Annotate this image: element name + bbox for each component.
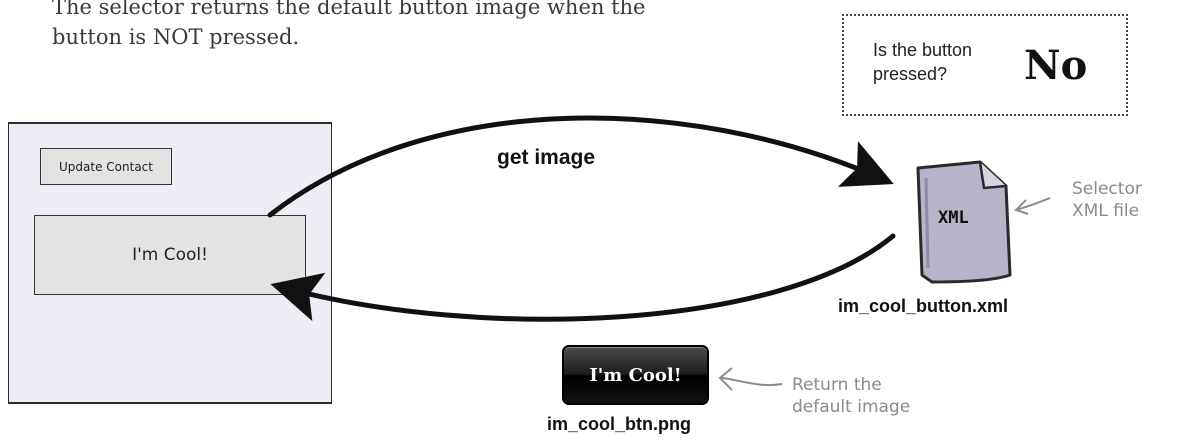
- get-image-arrow: [267, 115, 894, 218]
- cool-button-mock: I'm Cool!: [34, 215, 306, 295]
- get-image-label: get image: [497, 146, 596, 169]
- state-question-line-2: pressed?: [873, 64, 948, 84]
- caption-line-2: button is NOT pressed.: [52, 25, 300, 49]
- xml-annotation-pointer-head: [1014, 199, 1029, 215]
- xml-annotation-pointer: [1015, 197, 1051, 211]
- xml-annotation-line-1: Selector: [1072, 179, 1142, 199]
- state-question: Is the button pressed?: [873, 38, 1013, 86]
- xml-filename: im_cool_button.xml: [838, 296, 1009, 316]
- xml-file-icon: [916, 160, 1012, 284]
- state-question-line-1: Is the button: [873, 40, 973, 60]
- image-annotation-line-2: default image: [792, 397, 911, 417]
- caption-line-1: The selector returns the default button …: [52, 0, 646, 19]
- image-annotation-pointer-head: [718, 367, 733, 391]
- image-filename: im_cool_btn.png: [547, 414, 691, 434]
- xml-annotation: Selector XML file: [1072, 178, 1142, 222]
- image-annotation-pointer: [721, 377, 783, 387]
- update-contact-button-mock: Update Contact: [40, 148, 172, 185]
- phone-screen-mock: Update Contact I'm Cool!: [8, 122, 332, 404]
- image-annotation-line-1: Return the: [792, 375, 882, 395]
- xml-icon-text: XML: [938, 208, 969, 228]
- state-answer: No: [1024, 42, 1088, 89]
- caption: The selector returns the default button …: [52, 0, 645, 52]
- image-annotation: Return the default image: [792, 374, 910, 418]
- button-state-box: Is the button pressed? No: [842, 14, 1128, 116]
- xml-annotation-line-2: XML file: [1072, 201, 1140, 221]
- return-image-arrow: [270, 233, 896, 322]
- cool-button-image: I'm Cool!: [562, 345, 709, 405]
